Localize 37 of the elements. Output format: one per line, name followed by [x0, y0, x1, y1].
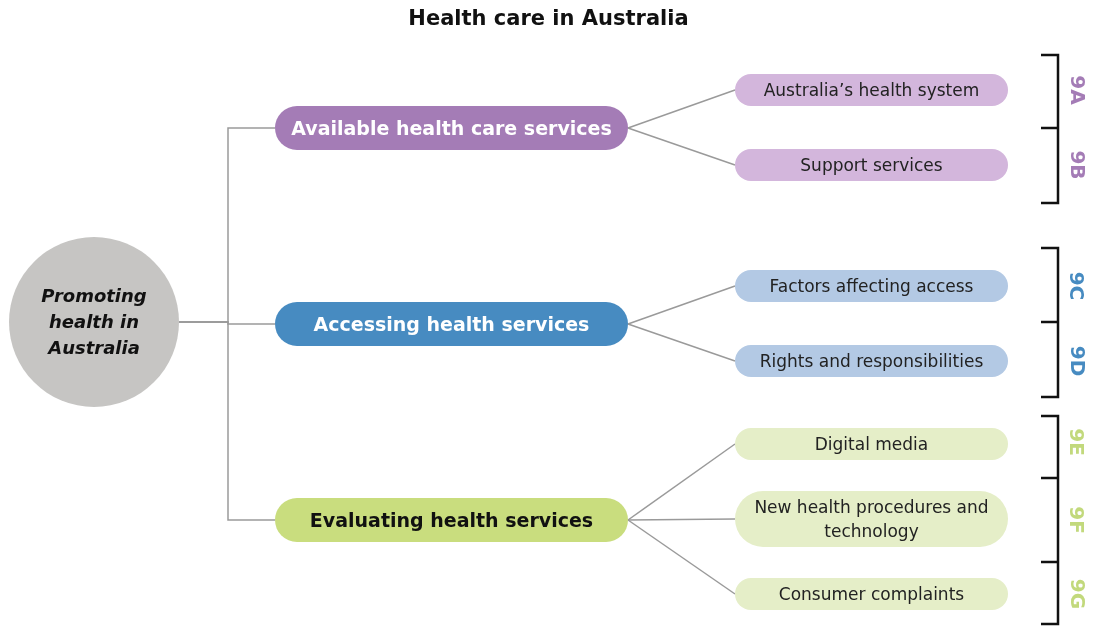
section-code: 9E — [1064, 428, 1089, 456]
subtopic-text: Factors affecting access — [769, 275, 974, 298]
subtopic-text: Support services — [800, 154, 943, 177]
subtopic-text: New health procedures and technology — [753, 496, 990, 543]
subtopic-pill — [735, 578, 1008, 610]
category-text: Evaluating health services — [309, 509, 594, 531]
subtopic-text: Rights and responsibilities — [759, 350, 984, 373]
category-text: Available health care services — [291, 117, 612, 139]
subtopic-text: Australia’s health system — [763, 79, 980, 102]
subtopic-pill — [735, 345, 1008, 377]
category-pill — [275, 302, 628, 346]
category-pill — [275, 498, 628, 542]
subtopic-pill — [735, 428, 1008, 460]
category-pill — [275, 106, 628, 150]
connector-line — [627, 323, 736, 362]
connector-line — [627, 519, 736, 595]
connector-line — [627, 518, 736, 521]
connector-line — [627, 443, 736, 521]
connector-line — [627, 285, 736, 325]
diagram-title: Health care in Australia — [407, 6, 690, 30]
category-text: Accessing health services — [313, 313, 590, 335]
connector-line — [627, 127, 736, 166]
section-code: 9C — [1065, 271, 1090, 301]
subtopic-pill — [735, 491, 1008, 547]
section-code: 9G — [1066, 578, 1091, 610]
subtopic-pill — [735, 74, 1008, 106]
subtopic-text: Digital media — [814, 433, 929, 456]
subtopic-text: Consumer complaints — [778, 583, 965, 606]
subtopic-pill — [735, 149, 1008, 181]
section-code: 9D — [1066, 345, 1091, 377]
connector-line — [627, 89, 736, 129]
connector-line — [178, 321, 276, 521]
section-code: 9B — [1065, 150, 1090, 180]
subtopic-pill — [735, 270, 1008, 302]
section-code: 9A — [1065, 75, 1090, 105]
section-code: 9F — [1064, 506, 1089, 534]
topic-text: Promoting health in Australia — [40, 284, 148, 360]
